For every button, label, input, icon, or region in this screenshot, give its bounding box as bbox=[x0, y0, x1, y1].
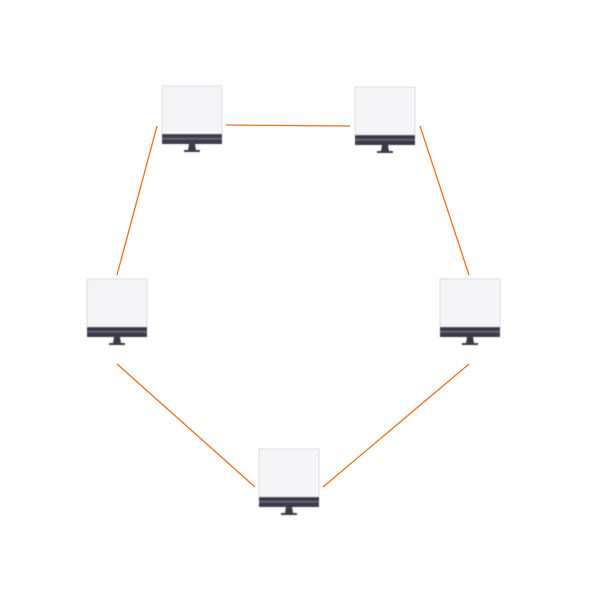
monitor-bezel-highlight bbox=[259, 501, 319, 503]
monitor-screen bbox=[86, 278, 148, 328]
link-computer-4-computer-5 bbox=[116, 363, 256, 488]
monitor-screen bbox=[354, 86, 416, 136]
monitor-base bbox=[109, 343, 125, 345]
link-computer-1-computer-2 bbox=[225, 124, 351, 127]
monitor-stand bbox=[188, 144, 196, 150]
monitor-base bbox=[281, 513, 297, 515]
computer-1-desktop-monitor-icon[interactable] bbox=[161, 85, 223, 152]
monitor-base bbox=[377, 151, 393, 153]
monitor-bezel-highlight bbox=[355, 139, 415, 141]
monitor-screen bbox=[258, 448, 320, 498]
computer-3-desktop-monitor-icon[interactable] bbox=[439, 278, 501, 345]
monitor-bezel-highlight bbox=[440, 331, 500, 333]
link-computer-3-computer-4 bbox=[322, 363, 470, 488]
monitor-base bbox=[184, 150, 200, 152]
monitor-screen bbox=[161, 85, 223, 135]
monitor-bezel-highlight bbox=[87, 331, 147, 333]
monitor-stand bbox=[381, 145, 389, 151]
computer-5-desktop-monitor-icon[interactable] bbox=[258, 448, 320, 515]
network-nodes bbox=[86, 85, 501, 515]
network-links bbox=[116, 124, 470, 488]
computer-4-desktop-monitor-icon[interactable] bbox=[86, 278, 148, 345]
monitor-stand bbox=[466, 337, 474, 343]
monitor-stand bbox=[113, 337, 121, 343]
monitor-screen bbox=[439, 278, 501, 328]
link-computer-5-computer-1 bbox=[116, 125, 158, 276]
computer-2-desktop-monitor-icon[interactable] bbox=[354, 86, 416, 153]
link-computer-2-computer-3 bbox=[419, 125, 470, 276]
monitor-stand bbox=[285, 507, 293, 513]
monitor-bezel-highlight bbox=[162, 138, 222, 140]
monitor-base bbox=[462, 343, 478, 345]
